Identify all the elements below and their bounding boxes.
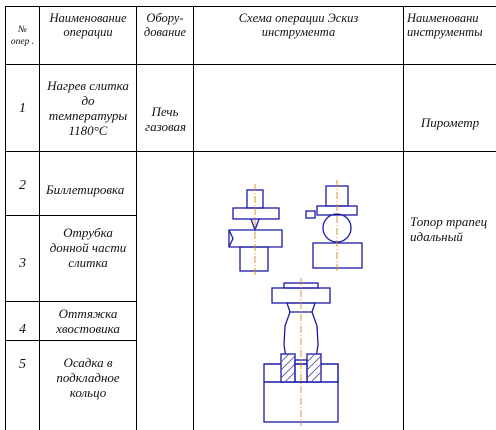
row-1-equipment: Печь газовая [137, 65, 193, 151]
header-scheme: Схема операции Эскиз инструмента [194, 7, 403, 64]
row-1-tool: Пирометр [404, 65, 496, 151]
row-4-operation: Оттяжка хвостовика [40, 302, 136, 340]
row-1-tool-text: Пирометр [420, 114, 480, 130]
header-number: № опер . [6, 7, 39, 64]
row-5-operation: Осадка в подкладное кольцо [40, 341, 136, 430]
header-operation: Наименование операции [40, 7, 136, 64]
row-1-equipment-text: Печь газовая [145, 104, 187, 134]
header-number-text: № опер . [10, 24, 35, 47]
row-4-number: 4 [19, 322, 26, 337]
row-5-number: 5 [19, 357, 26, 372]
row-5-operation-text: Осадка в подкладное кольцо [56, 355, 120, 400]
row-1-operation: Нагрев слитка до температуры 1180°С [40, 65, 136, 151]
row-2-tool-text: Топор трапец идальный [410, 214, 488, 244]
header-scheme-text: Схема операции Эскиз инструмента [238, 11, 359, 39]
sketch-billeting [228, 189, 283, 272]
header-equipment-text: Обору- дование [143, 11, 187, 39]
sketch-bottom-cut [305, 185, 363, 269]
row-3-operation: Отрубка донной части слитка [40, 216, 136, 301]
header-operation-text: Наименование операции [49, 11, 127, 39]
row-1-number: 1 [19, 100, 26, 116]
row-1-operation-text: Нагрев слитка до температуры 1180°С [47, 78, 129, 138]
header-tool: Наименовани инструменты [404, 7, 496, 64]
row-4-operation-text: Оттяжка хвостовика [56, 306, 120, 336]
row-3-number: 3 [19, 256, 26, 271]
row-2-number: 2 [19, 178, 26, 193]
row-3-operation-text: Отрубка донной части слитка [49, 225, 127, 270]
row-2-tool: Топор трапец идальный [404, 214, 496, 248]
header-equipment: Обору- дование [137, 7, 193, 64]
header-tool-text: Наименовани инструменты [407, 11, 483, 39]
row-2-operation: Биллетировка [46, 182, 125, 197]
